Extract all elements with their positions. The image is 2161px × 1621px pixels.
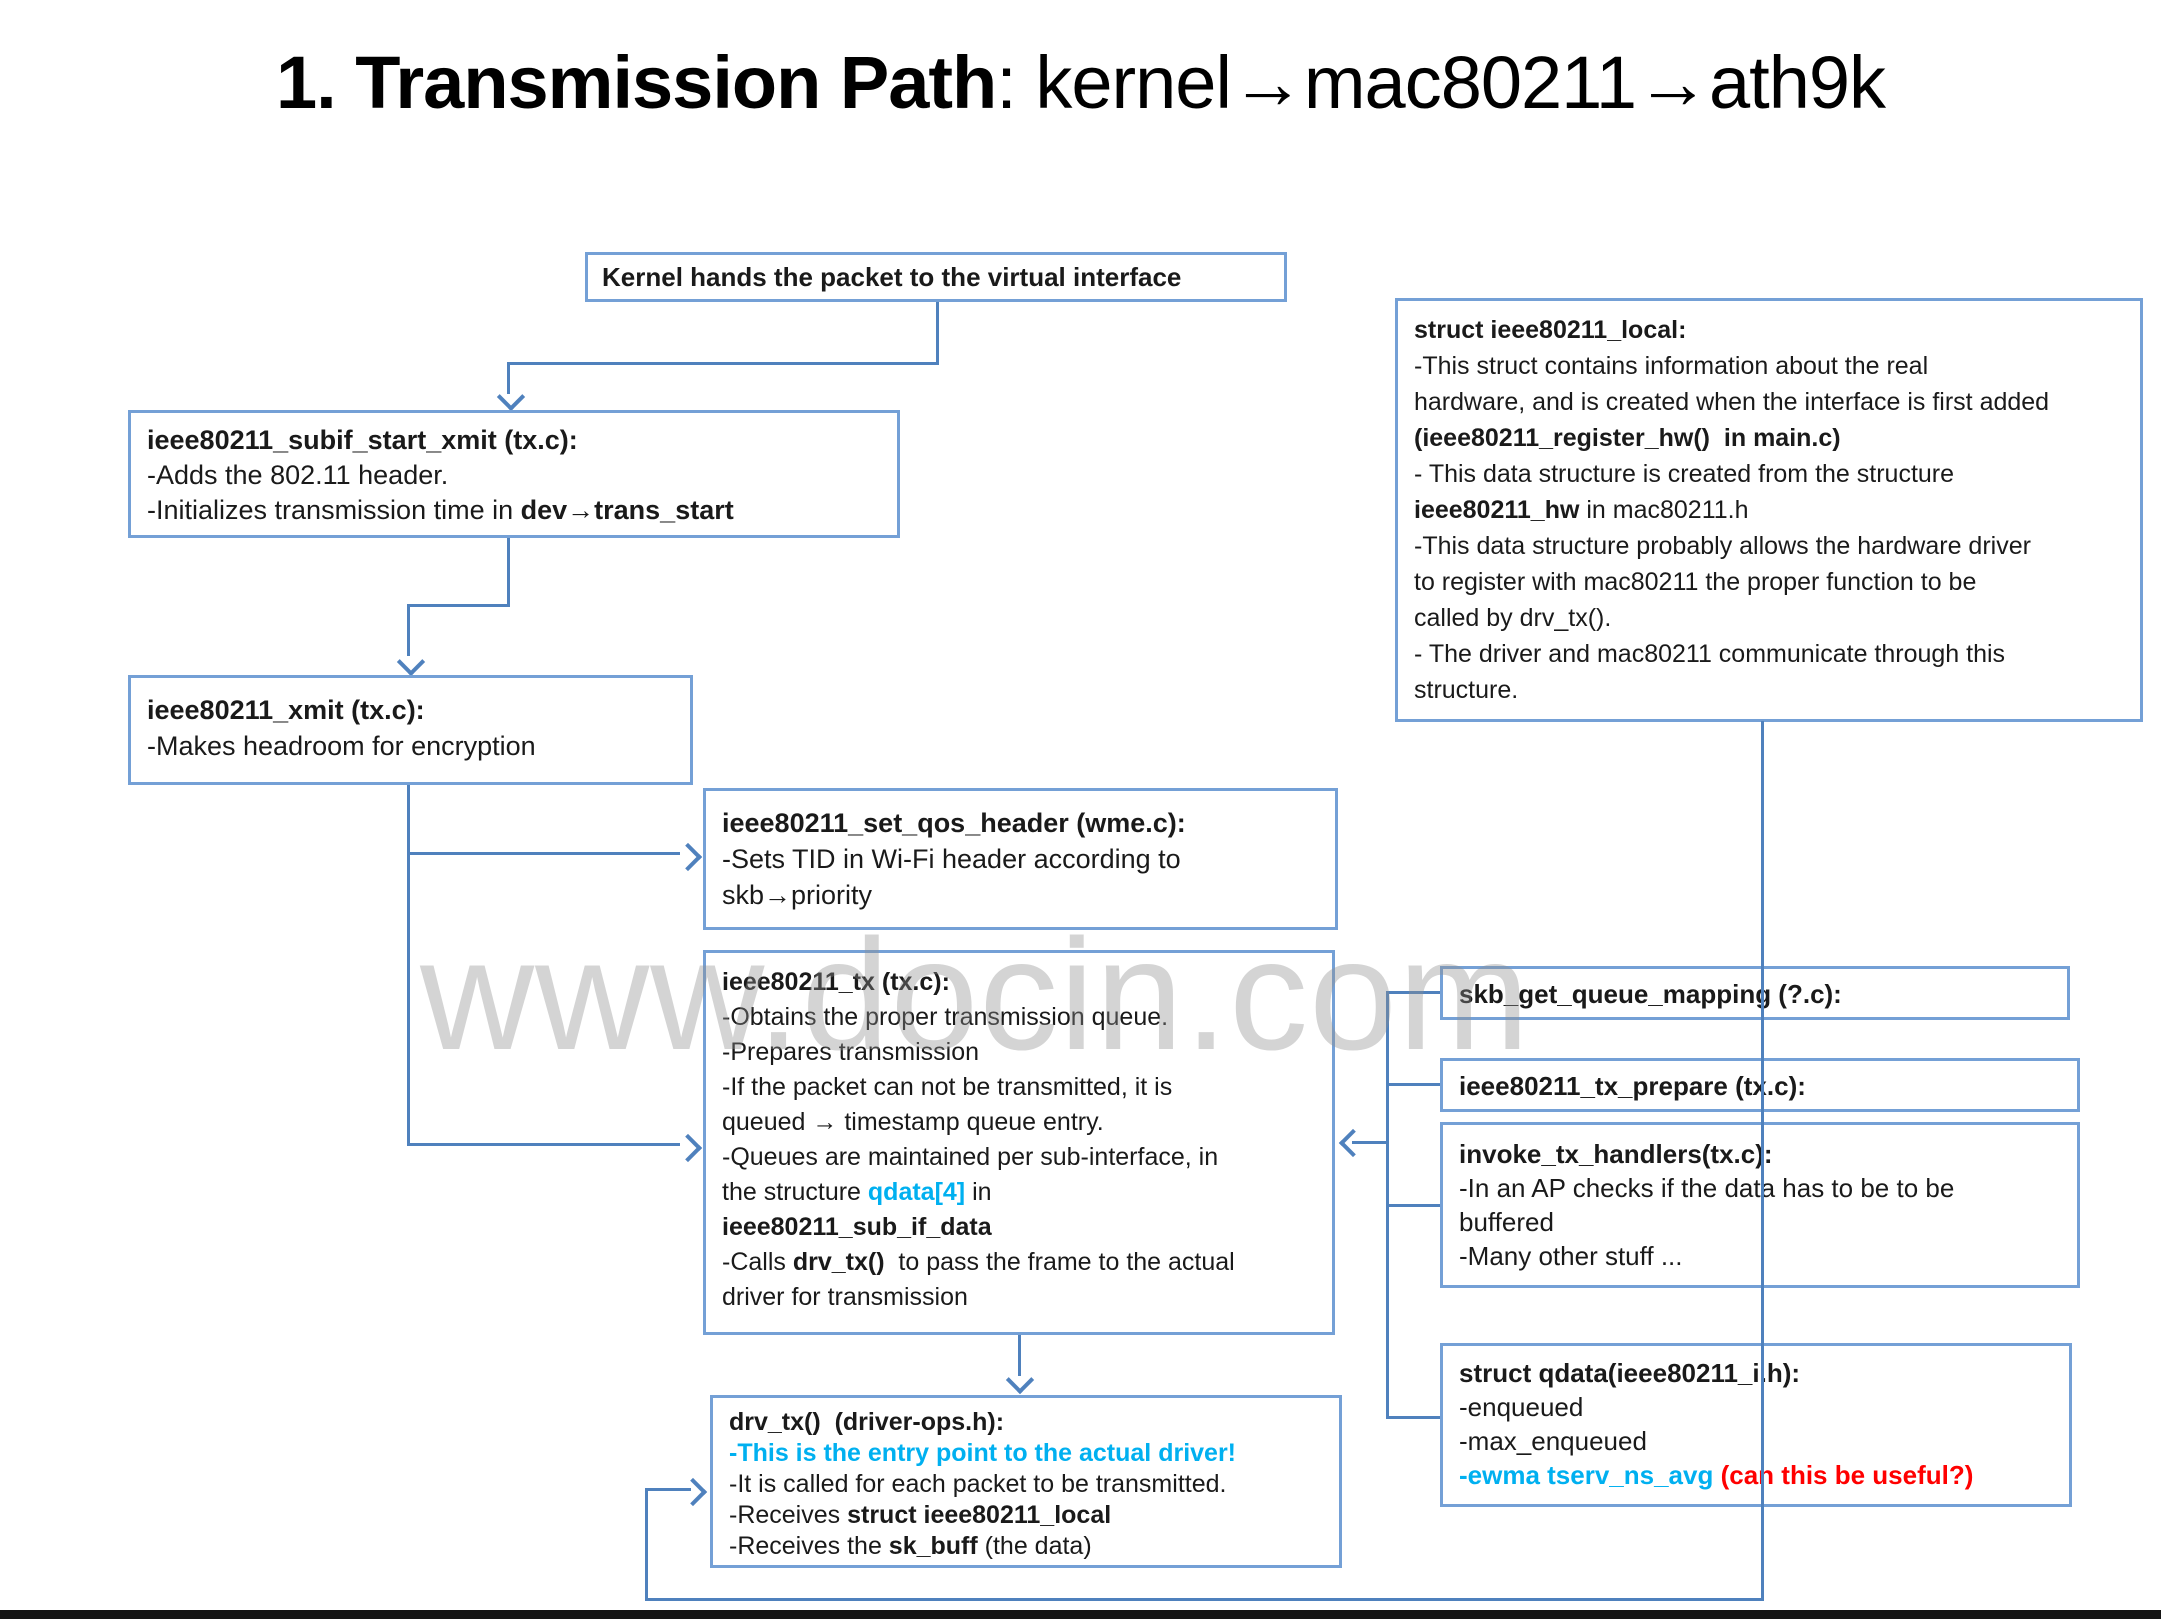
box-text-line: buffered — [1459, 1207, 1554, 1237]
box-struct-qdata: struct qdata(ieee80211_i.h): -enqueued -ma… — [1440, 1343, 2072, 1507]
box-text-line: ieee80211_xmit (tx.c): — [147, 695, 425, 725]
box-ieee80211-xmit: ieee80211_xmit (tx.c): -Makes headroom fo… — [128, 675, 693, 785]
box-text-line: -Sets TID in Wi-Fi header according to — [722, 844, 1181, 874]
slide-title: 1. Transmission Path: kernel→mac80211→at… — [0, 40, 2161, 125]
box-text-line: -In an AP checks if the data has to be t… — [1459, 1173, 1955, 1203]
box-text-line: hardware, and is created when the interf… — [1414, 388, 2050, 416]
box-text-line: -Obtains the proper transmission queue. — [722, 1003, 1169, 1031]
box-text-line: driver for transmission — [722, 1283, 968, 1311]
arrowhead-into-subif — [496, 382, 526, 412]
bracket-stub-qdata — [1386, 1416, 1442, 1419]
connector-subif-left — [407, 604, 510, 607]
box-text-line: - This data structure is created from th… — [1414, 460, 1955, 488]
box-text-line: ieee80211_hw in mac80211.h — [1414, 496, 1749, 524]
arrowhead-into-tx-right — [1338, 1128, 1368, 1158]
box-text-line: -Receives struct ieee80211_local — [729, 1501, 1112, 1529]
box-text-line: -This is the entry point to the actual d… — [729, 1439, 1237, 1467]
box-text-line: -Prepares transmission — [722, 1038, 980, 1066]
box-text-line: (ieee80211_register_hw() in main.c) — [1414, 424, 1841, 452]
slide-bottom-edge — [0, 1610, 2161, 1619]
box-text-line: -Makes headroom for encryption — [147, 731, 536, 761]
box-text-line: -Initializes transmission time in dev→tr… — [147, 495, 734, 525]
arrowhead-into-drvtx-left — [678, 1477, 708, 1507]
box-text-line: skb→priority — [722, 880, 873, 910]
box-text-line: ieee80211_tx_prepare (tx.c): — [1459, 1071, 1806, 1101]
box-drv-tx: drv_tx() (driver-ops.h): -This is the ent… — [710, 1395, 1342, 1568]
box-text-line: drv_tx() (driver-ops.h): — [729, 1408, 1005, 1436]
arrowhead-into-xmit — [396, 647, 426, 677]
connector-to-qos — [407, 852, 680, 855]
box-text-line: - The driver and mac80211 communicate th… — [1414, 640, 2006, 668]
box-text-line: struct ieee80211_local: — [1414, 316, 1687, 344]
box-text-line: Kernel hands the packet to the virtual i… — [602, 262, 1182, 292]
box-text-line: -Receives the sk_buff (the data) — [729, 1532, 1092, 1560]
box-text-line: -ewma tserv_ns_avg (can this be useful?) — [1459, 1460, 1974, 1490]
bracket-stub-skb — [1386, 991, 1442, 994]
connector-drvtx-in — [645, 1488, 691, 1491]
box-invoke-tx-handlers: invoke_tx_handlers(tx.c): -In an AP check… — [1440, 1122, 2080, 1288]
box-kernel-hands-packet: Kernel hands the packet to the virtual i… — [585, 252, 1287, 302]
box-text-line: struct qdata(ieee80211_i.h): — [1459, 1358, 1801, 1388]
box-text-line: to register with mac80211 the proper fun… — [1414, 568, 1977, 596]
box-text-line: the structure qdata[4] in — [722, 1178, 992, 1206]
box-text-line: -This struct contains information about … — [1414, 352, 1929, 380]
connector-tx-down — [1018, 1334, 1021, 1376]
box-text-line: ieee80211_sub_if_data — [722, 1213, 992, 1241]
box-text-line: called by drv_tx(). — [1414, 604, 1612, 632]
box-ieee80211-subif-start-xmit: ieee80211_subif_start_xmit (tx.c): -Adds … — [128, 410, 900, 538]
connector-subif-drop — [407, 604, 410, 656]
box-text-line: -If the packet can not be transmitted, i… — [722, 1073, 1173, 1101]
connector-subif-down — [507, 537, 510, 607]
bracket-stub-invoke — [1386, 1204, 1442, 1207]
connector-local-down — [1761, 721, 1764, 1601]
box-text-line: ieee80211_set_qos_header (wme.c): — [722, 808, 1186, 838]
connector-kernel-down — [936, 302, 939, 364]
box-text-line: queued → timestamp queue entry. — [722, 1108, 1104, 1136]
box-text-line: -This data structure probably allows the… — [1414, 532, 2031, 560]
arrowhead-into-qos — [673, 842, 703, 872]
box-text-line: ieee80211_subif_start_xmit (tx.c): — [147, 425, 578, 455]
connector-up-to-drvtx — [645, 1490, 648, 1600]
box-text-line: -enqueued — [1459, 1392, 1584, 1422]
box-text-line: invoke_tx_handlers(tx.c): — [1459, 1139, 1773, 1169]
bracket-stub-prepare — [1386, 1083, 1442, 1086]
slide-title-rest: : kernel→mac80211→ath9k — [996, 41, 1886, 124]
connector-bottom — [645, 1598, 1763, 1601]
arrowhead-into-drvtx — [1005, 1365, 1035, 1395]
connector-to-tx — [407, 1143, 680, 1146]
box-ieee80211-tx-prepare: ieee80211_tx_prepare (tx.c): — [1440, 1058, 2080, 1112]
box-text-line: -Adds the 802.11 header. — [147, 460, 449, 490]
box-struct-ieee80211-local: struct ieee80211_local: -This struct cont… — [1395, 298, 2143, 722]
box-text-line: skb_get_queue_mapping (?.c): — [1459, 979, 1842, 1009]
box-skb-get-queue-mapping: skb_get_queue_mapping (?.c): — [1440, 966, 2070, 1020]
box-ieee80211-tx: ieee80211_tx (tx.c): -Obtains the proper … — [703, 950, 1335, 1335]
box-text-line: structure. — [1414, 676, 1519, 704]
connector-kernel-left — [507, 362, 939, 365]
box-text-line: -Calls drv_tx() to pass the frame to the… — [722, 1248, 1235, 1276]
connector-kernel-drop — [507, 362, 510, 394]
box-text-line: -Many other stuff ... — [1459, 1241, 1683, 1271]
box-text-line: -Queues are maintained per sub-interface… — [722, 1143, 1219, 1171]
slide-title-lead: 1. Transmission Path — [275, 41, 997, 124]
box-text-line: -max_enqueued — [1459, 1426, 1647, 1456]
box-text-line: -It is called for each packet to be tran… — [729, 1470, 1227, 1498]
connector-xmit-trunk — [407, 784, 410, 1146]
bracket-arrow-line — [1352, 1141, 1388, 1144]
box-ieee80211-set-qos-header: ieee80211_set_qos_header (wme.c): -Sets T… — [703, 788, 1338, 930]
arrowhead-into-tx — [673, 1133, 703, 1163]
box-text-line: ieee80211_tx (tx.c): — [722, 968, 950, 996]
